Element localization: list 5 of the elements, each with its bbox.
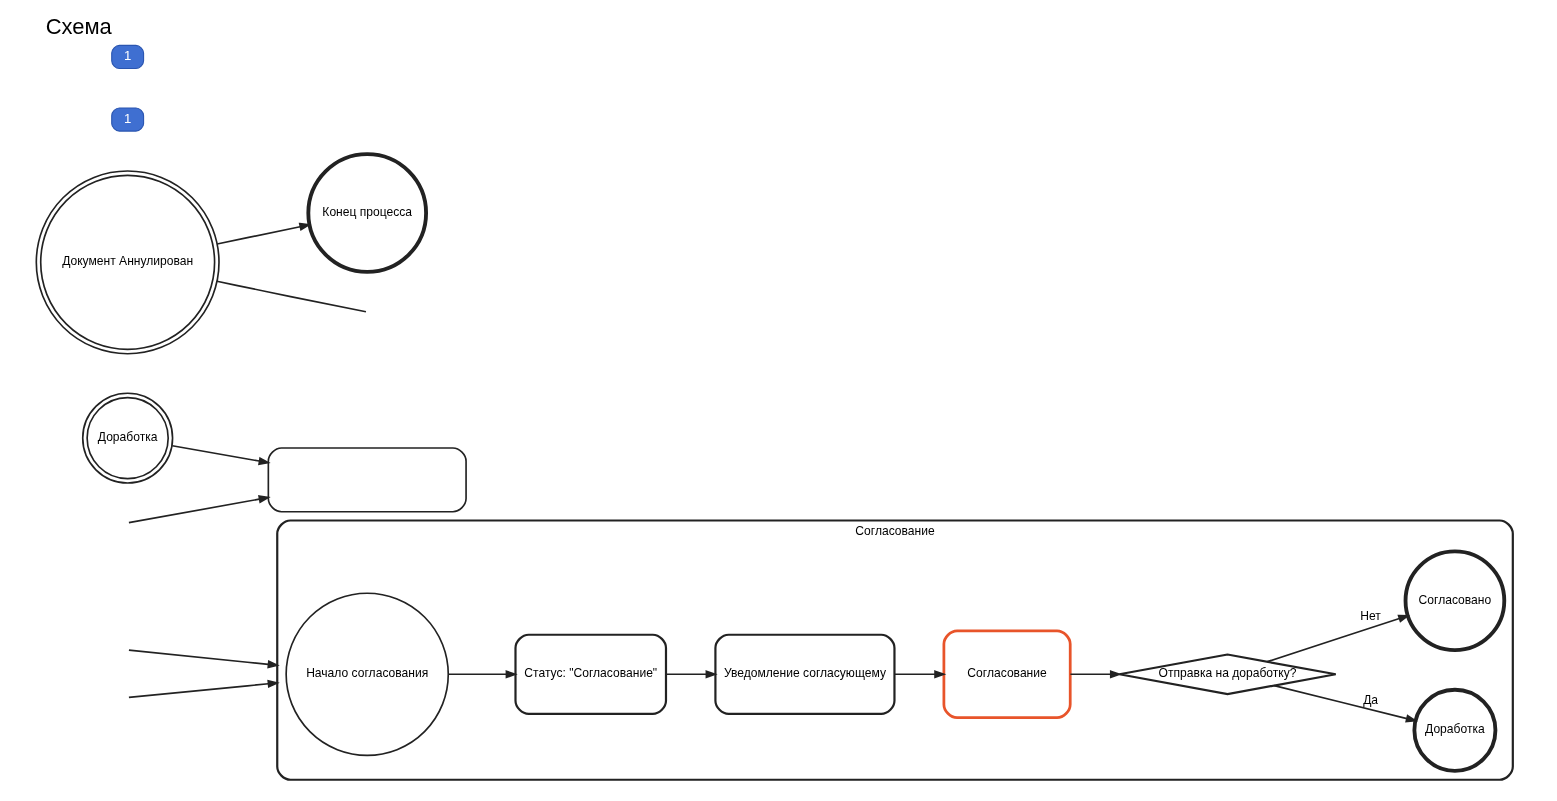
edge-label: Да — [1362, 692, 1378, 707]
label: 1 — [123, 110, 131, 126]
diagram-title: Схема — [45, 14, 112, 40]
edge-label: Нет — [1359, 609, 1381, 624]
label: 1 — [123, 48, 131, 64]
